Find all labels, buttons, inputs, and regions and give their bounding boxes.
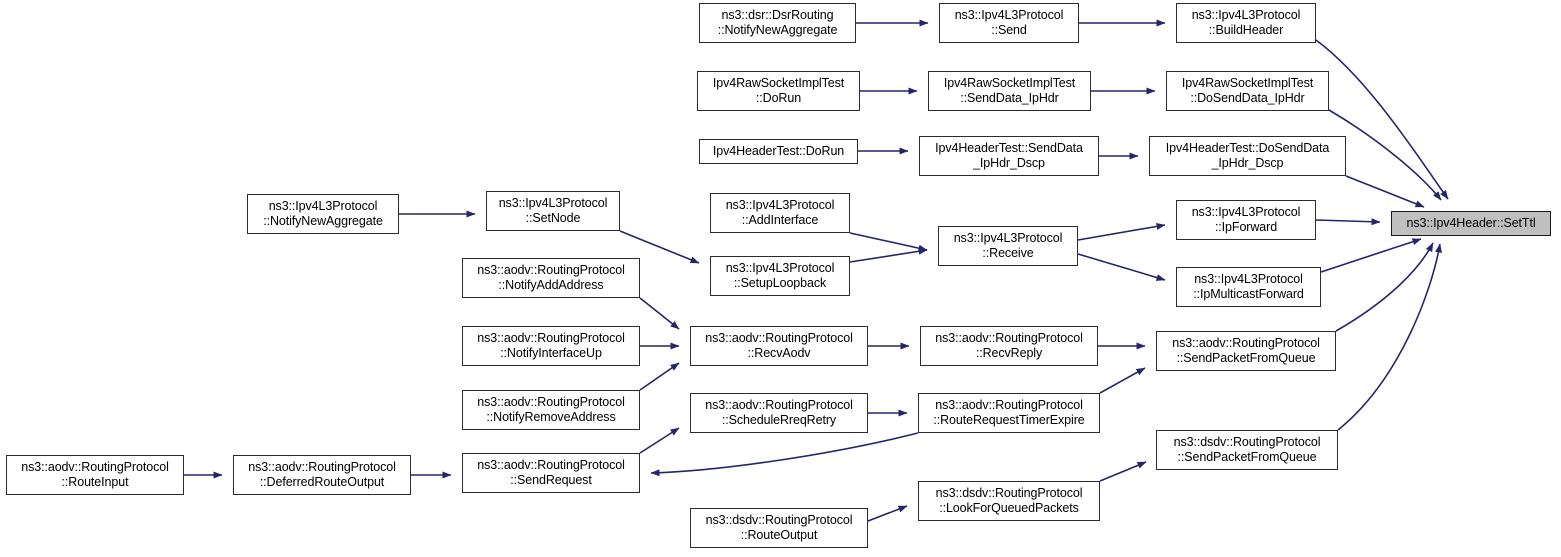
- graph-node-dsdv-routeoutput[interactable]: ns3::dsdv::RoutingProtocol ::RouteOutput: [690, 508, 868, 548]
- graph-node-label: Ipv4HeaderTest::SendData _IpHdr_Dscp: [935, 141, 1083, 170]
- graph-node-label: Ipv4HeaderTest::DoRun: [712, 144, 845, 158]
- graph-node-label: ns3::Ipv4L3Protocol ::Send: [954, 8, 1064, 37]
- graph-node-dsdv-lookforqueuedpackets[interactable]: ns3::dsdv::RoutingProtocol ::LookForQueu…: [918, 481, 1100, 521]
- graph-node-ipv4l3-receive[interactable]: ns3::Ipv4L3Protocol ::Receive: [938, 226, 1078, 266]
- graph-node-label: ns3::dsdv::RoutingProtocol ::RouteOutput: [705, 513, 853, 542]
- graph-node-hdrtest-senddata-iphdr-dscp[interactable]: Ipv4HeaderTest::SendData _IpHdr_Dscp: [919, 136, 1099, 176]
- graph-node-label: ns3::aodv::RoutingProtocol ::NotifyInter…: [477, 331, 625, 360]
- graph-edge: [1077, 222, 1166, 241]
- graph-node-aodv-routerequesttimerexpire[interactable]: ns3::aodv::RoutingProtocol ::RouteReques…: [918, 393, 1100, 433]
- graph-node-label: ns3::aodv::RoutingProtocol ::RecvReply: [935, 331, 1083, 360]
- graph-node-ipv4l3-send[interactable]: ns3::Ipv4L3Protocol ::Send: [939, 3, 1079, 43]
- graph-edge: [849, 232, 928, 252]
- graph-node-label: ns3::Ipv4L3Protocol ::IpMulticastForward: [1193, 272, 1304, 301]
- graph-node-ipv4l3-notifynewaggregate[interactable]: ns3::Ipv4L3Protocol ::NotifyNewAggregate: [247, 194, 399, 234]
- graph-node-label: ns3::Ipv4L3Protocol ::Receive: [953, 231, 1063, 260]
- graph-node-ipv4l3-addinterface[interactable]: ns3::Ipv4L3Protocol ::AddInterface: [710, 193, 850, 233]
- graph-edge: [1337, 243, 1442, 431]
- graph-node-label: ns3::aodv::RoutingProtocol ::RecvAodv: [705, 331, 853, 360]
- graph-node-label: ns3::Ipv4Header::SetTtl: [1406, 216, 1536, 230]
- graph-node-aodv-recvreply[interactable]: ns3::aodv::RoutingProtocol ::RecvReply: [920, 326, 1098, 366]
- graph-node-aodv-notifyaddaddress[interactable]: ns3::aodv::RoutingProtocol ::NotifyAddAd…: [462, 258, 640, 298]
- graph-node-label: ns3::dsdv::RoutingProtocol ::SendPacketF…: [1173, 435, 1321, 464]
- graph-node-hdrtest-dorun[interactable]: Ipv4HeaderTest::DoRun: [699, 139, 858, 164]
- graph-node-rawsock-dosenddata-iphdr[interactable]: Ipv4RawSocketImplTest ::DoSendData_IpHdr: [1166, 71, 1329, 111]
- graph-node-label: ns3::aodv::RoutingProtocol ::NotifyRemov…: [477, 395, 625, 424]
- graph-edge: [1099, 461, 1147, 482]
- graph-node-ipv4l3-ipmulticastforward[interactable]: ns3::Ipv4L3Protocol ::IpMulticastForward: [1176, 267, 1321, 307]
- graph-node-label: ns3::Ipv4L3Protocol ::SetNode: [498, 196, 608, 225]
- graph-node-label: ns3::aodv::RoutingProtocol ::RouteReques…: [933, 398, 1085, 427]
- graph-node-label: ns3::dsr::DsrRouting ::NotifyNewAggregat…: [717, 8, 838, 37]
- graph-node-dsdv-sendpacketfromqueue[interactable]: ns3::dsdv::RoutingProtocol ::SendPacketF…: [1156, 430, 1338, 470]
- graph-edge: [1099, 367, 1146, 394]
- graph-node-label: ns3::Ipv4L3Protocol ::BuildHeader: [1191, 8, 1301, 37]
- graph-node-label: ns3::Ipv4L3Protocol ::IpForward: [1191, 205, 1301, 234]
- graph-edge: [867, 505, 908, 522]
- graph-node-label: ns3::aodv::RoutingProtocol ::RouteInput: [21, 460, 169, 489]
- graph-node-aodv-deferredrouteoutput[interactable]: ns3::aodv::RoutingProtocol ::DeferredRou…: [233, 455, 411, 495]
- graph-edge: [849, 247, 928, 263]
- graph-node-ipv4l3-setnode[interactable]: ns3::Ipv4L3Protocol ::SetNode: [486, 191, 620, 231]
- graph-edge: [639, 362, 680, 391]
- graph-node-aodv-routeinput[interactable]: ns3::aodv::RoutingProtocol ::RouteInput: [6, 455, 184, 495]
- graph-node-label: ns3::Ipv4L3Protocol ::SetupLoopback: [725, 261, 835, 290]
- graph-node-label: Ipv4RawSocketImplTest ::DoRun: [712, 76, 845, 105]
- graph-edge: [1320, 238, 1422, 273]
- graph-node-aodv-sendpacketfromqueue[interactable]: ns3::aodv::RoutingProtocol ::SendPacketF…: [1156, 331, 1336, 371]
- graph-edge: [1077, 253, 1166, 281]
- graph-node-label: Ipv4HeaderTest::DoSendData _IpHdr_Dscp: [1165, 141, 1330, 170]
- graph-node-ipv4l3-setuploopback[interactable]: ns3::Ipv4L3Protocol ::SetupLoopback: [710, 256, 850, 296]
- graph-node-label: Ipv4RawSocketImplTest ::DoSendData_IpHdr: [1181, 76, 1314, 105]
- graph-node-label: ns3::Ipv4L3Protocol ::AddInterface: [725, 198, 835, 227]
- graph-node-aodv-recvaodv[interactable]: ns3::aodv::RoutingProtocol ::RecvAodv: [690, 326, 868, 366]
- graph-node-aodv-sendrequest[interactable]: ns3::aodv::RoutingProtocol ::SendRequest: [462, 453, 640, 493]
- graph-edge: [650, 432, 919, 477]
- graph-node-label: ns3::aodv::RoutingProtocol ::SendPacketF…: [1172, 336, 1320, 365]
- graph-node-label: Ipv4RawSocketImplTest ::SendData_IpHdr: [943, 76, 1076, 105]
- graph-node-label: ns3::aodv::RoutingProtocol ::NotifyAddAd…: [477, 263, 625, 292]
- graph-node-hdrtest-dosenddata-iphdr-dscp[interactable]: Ipv4HeaderTest::DoSendData _IpHdr_Dscp: [1149, 136, 1346, 176]
- graph-node-rawsock-dorun[interactable]: Ipv4RawSocketImplTest ::DoRun: [697, 71, 860, 111]
- graph-node-label: ns3::aodv::RoutingProtocol ::SendRequest: [477, 458, 625, 487]
- graph-node-rawsock-senddata-iphdr[interactable]: Ipv4RawSocketImplTest ::SendData_IpHdr: [928, 71, 1091, 111]
- graph-node-label: ns3::aodv::RoutingProtocol ::DeferredRou…: [248, 460, 396, 489]
- graph-node-aodv-notifyremoveaddress[interactable]: ns3::aodv::RoutingProtocol ::NotifyRemov…: [462, 390, 640, 430]
- graph-node-label: ns3::dsdv::RoutingProtocol ::LookForQueu…: [935, 486, 1083, 515]
- graph-node-dsr-notifynewaggregate[interactable]: ns3::dsr::DsrRouting ::NotifyNewAggregat…: [699, 3, 856, 43]
- graph-node-label: ns3::aodv::RoutingProtocol ::ScheduleRre…: [705, 398, 853, 427]
- graph-edge: [1345, 175, 1425, 208]
- graph-edge: [639, 427, 680, 454]
- graph-node-ipv4l3-buildheader[interactable]: ns3::Ipv4L3Protocol ::BuildHeader: [1176, 3, 1316, 43]
- graph-edge: [1335, 242, 1434, 332]
- graph-edge: [639, 297, 680, 330]
- graph-edge: [1315, 218, 1381, 226]
- graph-node-aodv-notifyinterfaceup[interactable]: ns3::aodv::RoutingProtocol ::NotifyInter…: [462, 326, 640, 366]
- graph-node-ipv4l3-ipforward[interactable]: ns3::Ipv4L3Protocol ::IpForward: [1176, 200, 1316, 240]
- graph-node-label: ns3::Ipv4L3Protocol ::NotifyNewAggregate: [263, 199, 383, 228]
- graph-node-aodv-schedulerreqretry[interactable]: ns3::aodv::RoutingProtocol ::ScheduleRre…: [690, 393, 868, 433]
- graph-node-ipv4header-setttl[interactable]: ns3::Ipv4Header::SetTtl: [1391, 211, 1551, 236]
